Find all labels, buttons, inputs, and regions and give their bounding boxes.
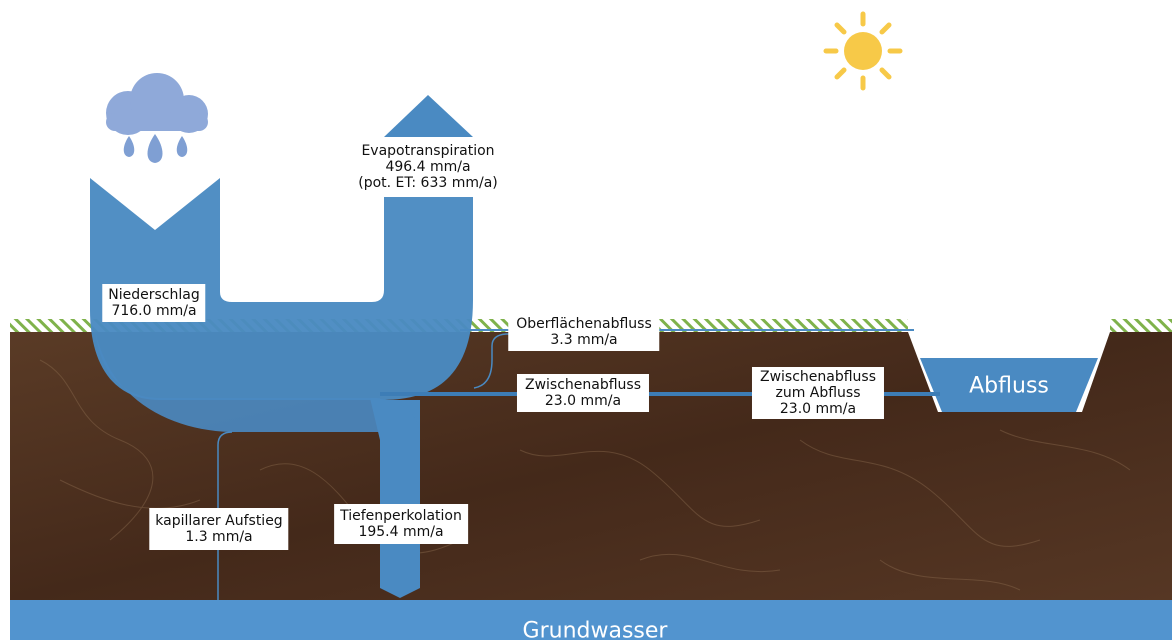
abfluss-channel <box>920 358 1098 412</box>
oberflaechenabfluss-value: 3.3 mm/a <box>550 332 618 348</box>
niederschlag-value: 716.0 mm/a <box>111 303 197 319</box>
evapotranspiration-label: Evapotranspiration 496.4 mm/a (pot. ET: … <box>352 140 504 194</box>
precipitation-flow-lower <box>95 330 380 432</box>
grundwasser-label: Grundwasser <box>522 618 668 640</box>
zwischenabfluss-zum-abfluss-value: 23.0 mm/a <box>779 401 857 417</box>
oberflaechenabfluss-name: Oberflächenabfluss <box>516 316 652 332</box>
kapillarer-aufstieg-value: 1.3 mm/a <box>185 529 253 545</box>
tiefenperkolation-value: 195.4 mm/a <box>358 524 444 540</box>
sun-icon <box>823 11 903 91</box>
groundwater-band <box>10 600 1172 640</box>
zwischenabfluss-name: Zwischenabfluss <box>524 377 642 393</box>
zwischenabfluss-label: Zwischenabfluss 23.0 mm/a <box>516 374 650 412</box>
capillary-rise-line <box>217 431 233 600</box>
evapotranspiration-arrow-head <box>384 95 473 137</box>
tiefenperkolation-name: Tiefenperkolation <box>340 508 462 524</box>
niederschlag-label: Niederschlag 716.0 mm/a <box>102 284 206 322</box>
evapotranspiration-note: (pot. ET: 633 mm/a) <box>358 175 498 191</box>
zwischenabfluss-value: 23.0 mm/a <box>544 393 622 409</box>
kapillarer-aufstieg-label: kapillarer Aufstieg 1.3 mm/a <box>149 508 289 550</box>
abfluss-label: Abfluss <box>969 373 1049 399</box>
deep-percolation-flow <box>380 400 420 598</box>
surface-runoff-line <box>473 333 510 389</box>
zwischenabfluss-zum-abfluss-name-line1: Zwischenabfluss <box>759 369 877 385</box>
percolation-bend <box>370 398 420 440</box>
precipitation-flow <box>90 178 473 400</box>
zwischenabfluss-zum-abfluss-name-line2: zum Abfluss <box>775 385 861 401</box>
grass-strip-right <box>1110 319 1172 332</box>
tiefenperkolation-label: Tiefenperkolation 195.4 mm/a <box>334 504 468 544</box>
rain-cloud-icon <box>106 73 208 163</box>
evapotranspiration-name: Evapotranspiration <box>361 143 495 159</box>
niederschlag-name: Niederschlag <box>108 287 200 303</box>
kapillarer-aufstieg-name: kapillarer Aufstieg <box>155 513 283 529</box>
evapotranspiration-value: 496.4 mm/a <box>385 159 471 175</box>
oberflaechenabfluss-label: Oberflächenabfluss 3.3 mm/a <box>508 313 660 351</box>
zwischenabfluss-zum-abfluss-label: Zwischenabfluss zum Abfluss 23.0 mm/a <box>751 367 885 419</box>
